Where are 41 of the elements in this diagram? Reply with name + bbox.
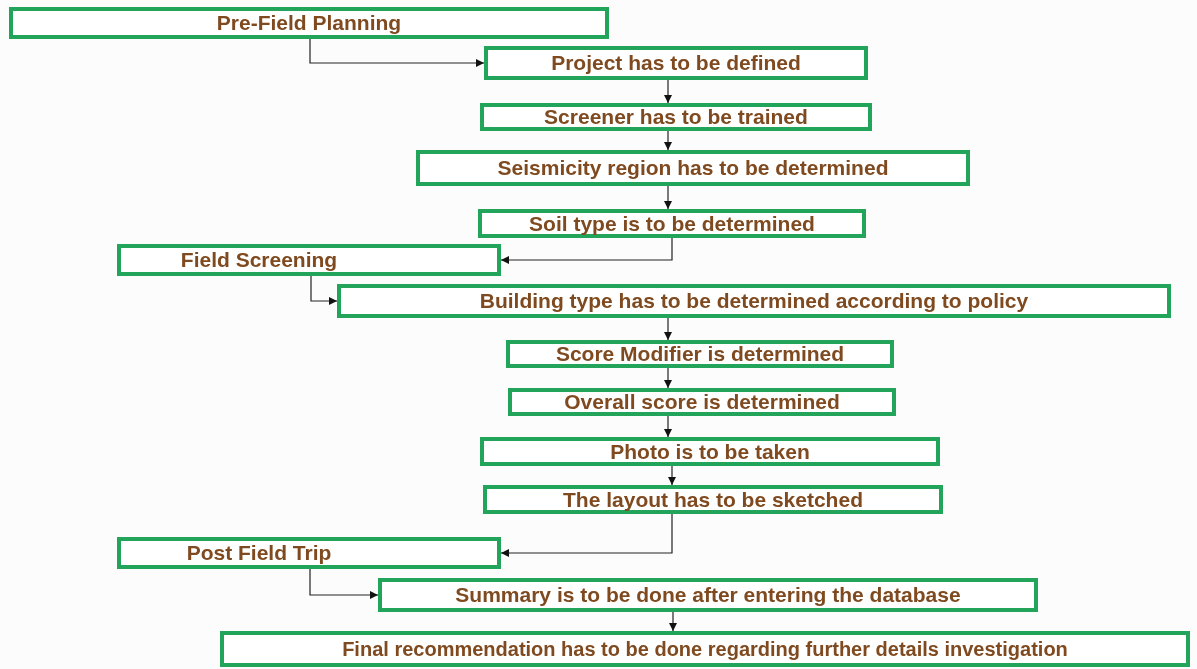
step-label: Score Modifier is determined: [555, 342, 845, 366]
process-box: [9, 7, 609, 39]
arrow: [500, 237, 673, 264]
process-box: [478, 209, 866, 238]
step-label: Photo is to be taken: [610, 439, 810, 464]
process-box: [416, 150, 970, 186]
process-box: [506, 340, 894, 368]
arrow: [310, 275, 338, 305]
arrow: [668, 465, 676, 486]
process-box: [117, 244, 501, 276]
step-label: Building type has to be determined according to policy: [479, 289, 1029, 313]
arrow: [664, 79, 672, 104]
process-box: [117, 537, 501, 569]
arrow: [309, 568, 379, 599]
process-box: [220, 631, 1190, 667]
arrow: [664, 317, 672, 341]
step-label: Final recommendation has to be done regarding further details investigation: [342, 637, 1068, 661]
step-label: Seismicity region has to be determined: [497, 156, 889, 180]
process-box: [337, 284, 1171, 318]
step-label: The layout has to be sketched: [563, 487, 863, 512]
process-box: [480, 437, 940, 466]
process-box: [483, 485, 943, 514]
process-box: [484, 46, 868, 80]
arrow: [309, 38, 485, 67]
arrow: [500, 513, 673, 557]
arrow: [664, 185, 672, 210]
arrow: [664, 367, 672, 389]
step-label: Post Field Trip: [186, 541, 332, 565]
step-label: Overall score is determined: [564, 390, 840, 414]
process-box: [480, 103, 872, 131]
process-box: [378, 578, 1038, 612]
arrow: [664, 415, 672, 438]
process-box: [508, 388, 896, 416]
arrow: [664, 130, 672, 151]
step-label: Soil type is to be determined: [529, 211, 815, 236]
step-label: Project has to be defined: [551, 51, 801, 75]
step-label: Field Screening: [180, 248, 338, 272]
step-label: Pre-Field Planning: [216, 11, 402, 35]
step-label: Summary is to be done after entering the database: [455, 583, 961, 607]
step-label: Screener has to be trained: [544, 105, 808, 129]
arrow: [669, 611, 677, 632]
